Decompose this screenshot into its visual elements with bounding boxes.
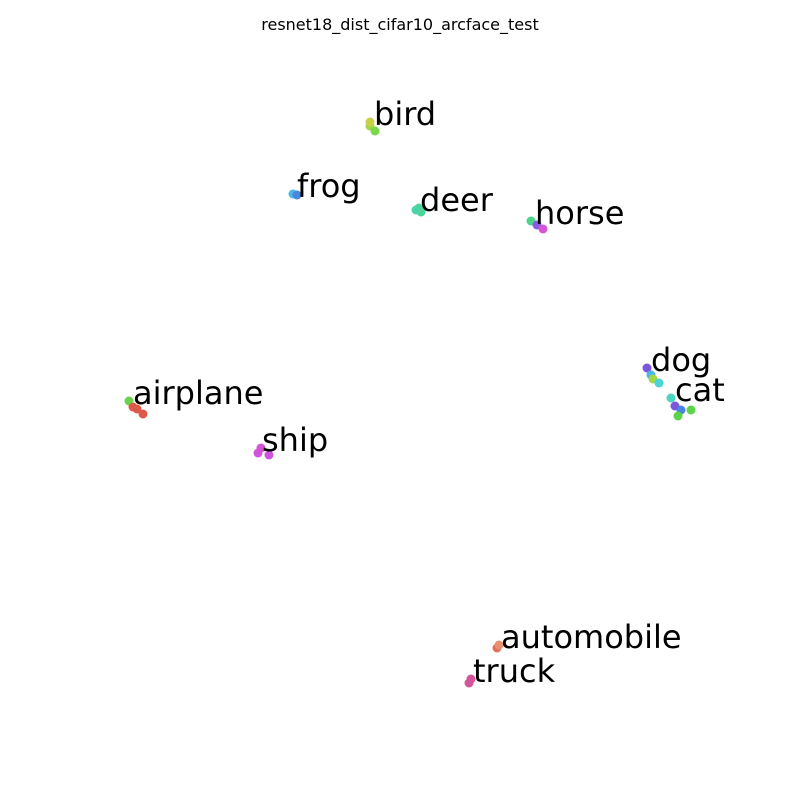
data-point-bird-1 bbox=[365, 117, 375, 127]
data-point-cat-4 bbox=[673, 411, 683, 421]
class-label-cat: cat bbox=[675, 371, 725, 409]
class-label-airplane: airplane bbox=[133, 374, 263, 412]
data-point-ship-2 bbox=[264, 450, 274, 460]
data-point-airplane-3 bbox=[138, 409, 148, 419]
class-label-bird: bird bbox=[374, 95, 436, 133]
data-point-deer-2 bbox=[411, 205, 421, 215]
data-point-horse-2 bbox=[538, 224, 548, 234]
data-point-cat-3 bbox=[686, 405, 696, 415]
data-point-automobile-1 bbox=[494, 640, 504, 650]
data-point-cat-0 bbox=[666, 393, 676, 403]
data-point-truck-1 bbox=[466, 674, 476, 684]
class-label-horse: horse bbox=[535, 194, 624, 232]
data-point-ship-1 bbox=[256, 443, 266, 453]
class-label-automobile: automobile bbox=[501, 618, 682, 656]
data-point-dog-0 bbox=[642, 363, 652, 373]
class-label-dog: dog bbox=[651, 341, 711, 379]
points-layer bbox=[124, 117, 696, 688]
class-label-frog: frog bbox=[297, 167, 361, 205]
class-label-deer: deer bbox=[420, 181, 494, 219]
data-point-dog-3 bbox=[654, 378, 664, 388]
data-point-frog-1 bbox=[292, 190, 302, 200]
class-label-truck: truck bbox=[473, 652, 556, 690]
data-point-airplane-2 bbox=[132, 404, 142, 414]
data-point-bird-2 bbox=[370, 126, 380, 136]
chart-title: resnet18_dist_cifar10_arcface_test bbox=[261, 15, 538, 35]
class-label-ship: ship bbox=[262, 421, 328, 459]
